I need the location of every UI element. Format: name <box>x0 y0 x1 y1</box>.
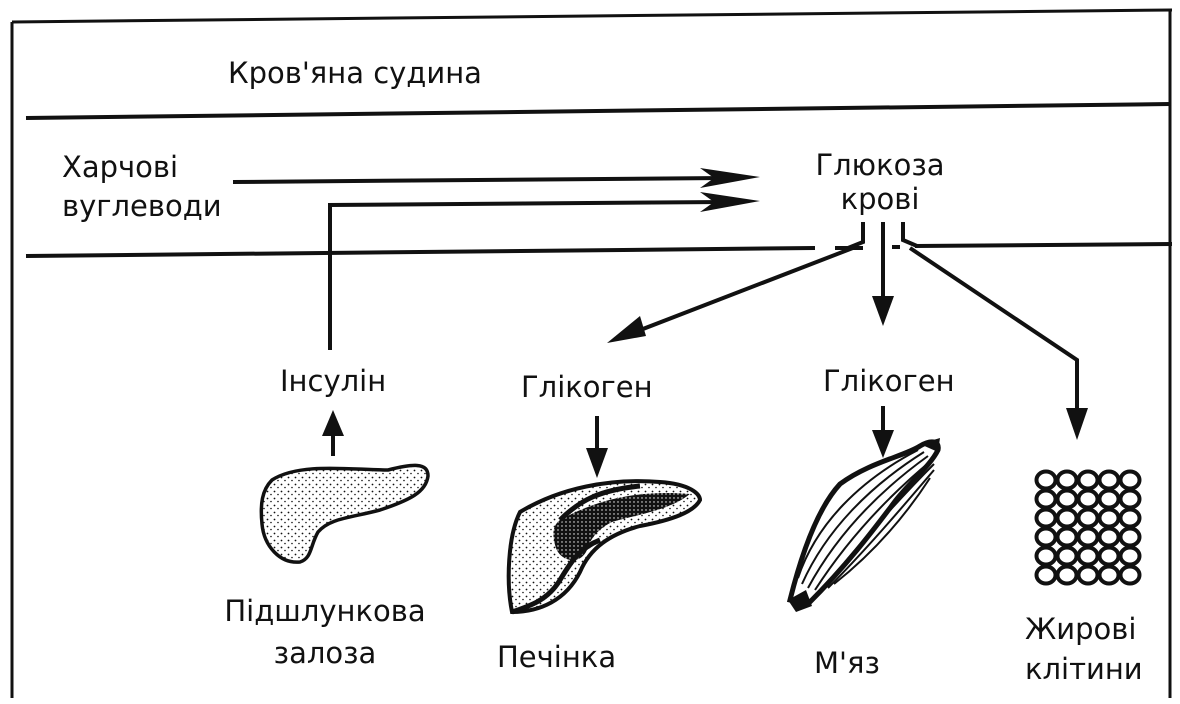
pancreas-illustration <box>261 465 428 562</box>
fat-cell <box>1100 510 1119 527</box>
label-pancreas-line1: Підшлункова <box>200 594 450 628</box>
label-blood-glucose-line2: крові <box>770 182 990 216</box>
arrow-glycogen-to-liver <box>586 416 608 478</box>
fat-cell <box>1100 567 1119 584</box>
fat-cell <box>1058 548 1077 565</box>
fat-cell <box>1079 529 1098 546</box>
fat-cell <box>1037 510 1056 527</box>
label-insulin: Інсулін <box>280 364 386 398</box>
fat-cell <box>1037 491 1056 508</box>
fat-cell <box>1079 567 1098 584</box>
arrow-insulin-to-glucose <box>330 192 760 350</box>
arrow-glycogen-to-muscle <box>872 406 894 458</box>
arrow-pancreas-to-insulin <box>322 410 344 456</box>
fat-cell <box>1100 529 1119 546</box>
fat-cell <box>1037 548 1056 565</box>
fat-cell <box>1079 491 1098 508</box>
arrow-carbs-to-glucose <box>233 168 760 188</box>
label-blood-glucose-line1: Глюкоза <box>770 148 990 182</box>
fat-cell <box>1079 472 1098 489</box>
arrow-glucose-to-muscle <box>872 250 894 326</box>
fat-cell <box>1121 529 1140 546</box>
label-liver: Печінка <box>497 640 616 674</box>
label-fat-cells-line1: Жирові <box>1025 612 1136 646</box>
label-fat-cells-line2: клітини <box>1025 652 1143 686</box>
fat-cell <box>1058 472 1077 489</box>
fat-cell <box>1121 510 1140 527</box>
arrow-glucose-to-fat <box>910 248 1088 440</box>
label-dietary-carbs-line1: Харчові <box>62 150 178 184</box>
fat-cell <box>1079 510 1098 527</box>
fat-cell <box>1100 548 1119 565</box>
fat-cell <box>1037 529 1056 546</box>
fat-cell <box>1079 548 1098 565</box>
fat-cell <box>1100 472 1119 489</box>
arrow-glucose-to-liver <box>607 246 858 343</box>
label-glycogen-muscle: Глікоген <box>823 364 955 398</box>
label-dietary-carbs-line2: вуглеводи <box>62 189 222 223</box>
fat-cell <box>1058 529 1077 546</box>
fat-cell <box>1037 567 1056 584</box>
glucose-outflow-channels <box>848 222 917 250</box>
label-muscle: М'яз <box>814 646 880 680</box>
label-pancreas-line2: залоза <box>200 636 450 670</box>
vessel-wall-top <box>26 104 1170 118</box>
fat-cell <box>1037 472 1056 489</box>
fat-cell <box>1121 472 1140 489</box>
fat-cell <box>1121 548 1140 565</box>
diagram-frame <box>12 10 1172 698</box>
label-glycogen-liver: Глікоген <box>521 370 653 404</box>
label-blood-vessel: Кров'яна судина <box>228 56 482 90</box>
fat-cells-illustration <box>1037 472 1140 584</box>
fat-cell <box>1100 491 1119 508</box>
fat-cell <box>1058 491 1077 508</box>
fat-cell <box>1058 567 1077 584</box>
muscle-illustration <box>788 438 940 612</box>
liver-illustration <box>509 481 700 612</box>
fat-cell <box>1121 567 1140 584</box>
fat-cell <box>1058 510 1077 527</box>
fat-cell <box>1121 491 1140 508</box>
vessel-wall-bottom <box>26 244 1172 256</box>
